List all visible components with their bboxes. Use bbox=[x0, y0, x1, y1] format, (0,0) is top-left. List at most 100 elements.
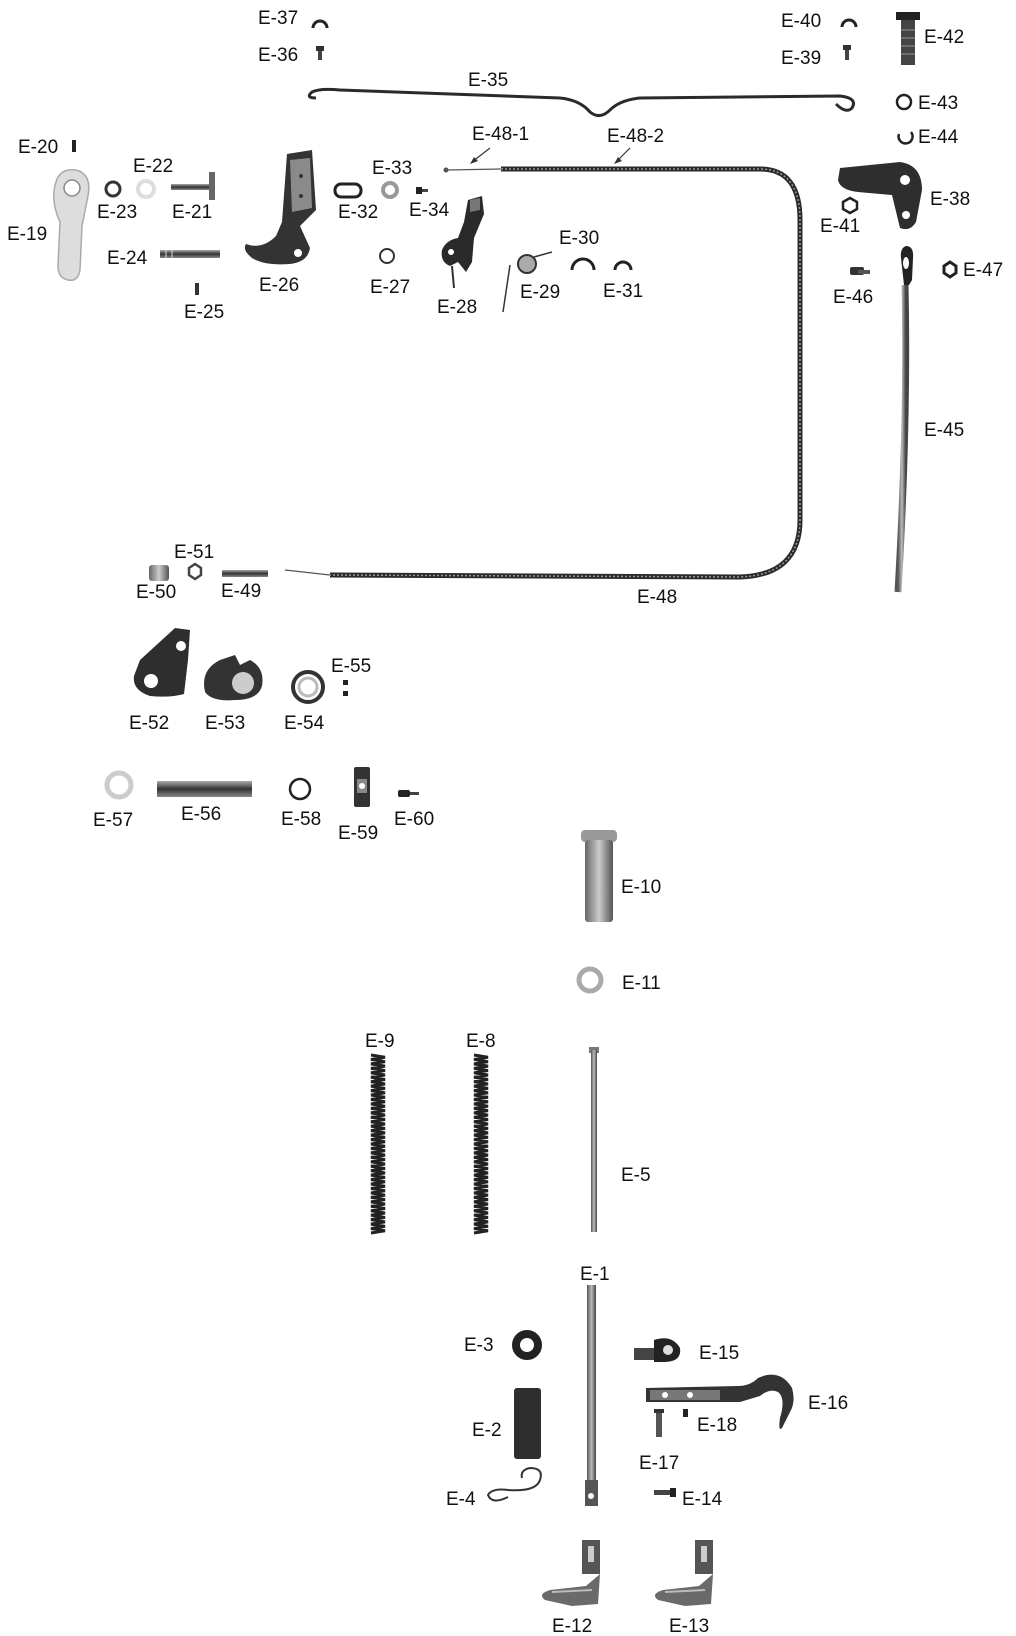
label-e22: E-22 bbox=[133, 156, 173, 177]
cam-plate-part bbox=[133, 628, 190, 697]
label-e11: E-11 bbox=[622, 973, 661, 994]
retaining-ring-part bbox=[840, 18, 858, 28]
wire-hook-part bbox=[486, 1466, 542, 1502]
label-e54: E-54 bbox=[284, 713, 325, 734]
label-e47: E-47 bbox=[963, 260, 1003, 281]
label-e16: E-16 bbox=[808, 1393, 848, 1414]
screw-part bbox=[398, 790, 419, 797]
presser-bar-bushing-part bbox=[581, 830, 617, 922]
label-e56: E-56 bbox=[181, 804, 221, 825]
cable-end-pin-part bbox=[222, 570, 268, 577]
wire-rod-part bbox=[307, 87, 855, 117]
torsion-spring-part bbox=[502, 251, 553, 313]
knee-lifter-arm-part bbox=[646, 1374, 794, 1429]
screw-part bbox=[683, 1409, 688, 1417]
presser-foot-part bbox=[654, 1540, 713, 1606]
label-e42: E-42 bbox=[924, 27, 964, 48]
cam-part bbox=[204, 655, 263, 701]
connecting-rod-part bbox=[894, 246, 914, 593]
coil-spring-part bbox=[370, 1053, 386, 1235]
nut-part bbox=[841, 196, 859, 215]
label-e48: E-48 bbox=[637, 587, 677, 608]
label-e27: E-27 bbox=[370, 277, 410, 298]
cable-part bbox=[284, 166, 803, 580]
label-e15: E-15 bbox=[699, 1343, 739, 1364]
label-e19: E-19 bbox=[7, 224, 47, 245]
screw-part bbox=[416, 187, 428, 194]
label-e25: E-25 bbox=[184, 302, 224, 323]
coil-spring-part bbox=[473, 1053, 489, 1235]
presser-foot-part bbox=[541, 1540, 600, 1606]
label-e53: E-53 bbox=[205, 713, 245, 734]
retaining-ring-part bbox=[613, 260, 633, 271]
pin-part bbox=[654, 1409, 664, 1437]
label-e37: E-37 bbox=[258, 8, 298, 29]
label-e49: E-49 bbox=[221, 581, 261, 602]
label-e13: E-13 bbox=[669, 1616, 709, 1636]
washer-part bbox=[379, 248, 395, 264]
label-e10: E-10 bbox=[621, 877, 661, 898]
nut-part bbox=[942, 260, 958, 279]
bushing-inner bbox=[297, 676, 319, 698]
snap-ring-part bbox=[897, 131, 914, 145]
label-e39: E-39 bbox=[781, 48, 821, 69]
retaining-ring-part bbox=[311, 19, 329, 29]
leader-arrow bbox=[470, 147, 491, 164]
washer-part bbox=[104, 180, 122, 198]
washer-part bbox=[136, 179, 156, 199]
slotted-plate-part bbox=[333, 182, 363, 199]
label-e31: E-31 bbox=[603, 281, 643, 302]
label-e1: E-1 bbox=[580, 1264, 610, 1285]
washer-part bbox=[895, 93, 913, 111]
screw-part bbox=[316, 46, 324, 60]
label-e17: E-17 bbox=[639, 1453, 679, 1474]
label-e3: E-3 bbox=[464, 1335, 494, 1356]
label-e18: E-18 bbox=[697, 1415, 737, 1436]
label-e45: E-45 bbox=[924, 420, 964, 441]
pin-part bbox=[160, 250, 220, 258]
label-e26: E-26 bbox=[259, 275, 299, 296]
label-e28: E-28 bbox=[437, 297, 477, 318]
ring-part bbox=[576, 966, 604, 994]
latch-part bbox=[441, 196, 484, 289]
label-e24: E-24 bbox=[107, 248, 148, 269]
sleeve-part bbox=[514, 1388, 541, 1459]
pin-part bbox=[195, 283, 199, 295]
label-e50: E-50 bbox=[136, 582, 176, 603]
label-e41: E-41 bbox=[820, 216, 860, 237]
label-e29: E-29 bbox=[520, 282, 560, 303]
label-e58: E-58 bbox=[281, 809, 321, 830]
washer-part bbox=[381, 181, 399, 199]
label-e48-2: E-48-2 bbox=[607, 126, 664, 147]
label-e43: E-43 bbox=[918, 93, 958, 114]
label-e44: E-44 bbox=[918, 127, 959, 148]
label-e8: E-8 bbox=[466, 1031, 496, 1052]
label-e46: E-46 bbox=[833, 287, 873, 308]
label-e57: E-57 bbox=[93, 810, 133, 831]
label-e21: E-21 bbox=[172, 202, 212, 223]
label-e23: E-23 bbox=[97, 202, 137, 223]
shaft-part bbox=[157, 781, 252, 797]
set-screw-part bbox=[343, 691, 348, 696]
set-screw-part bbox=[343, 680, 348, 685]
ring-part bbox=[104, 770, 134, 800]
label-e2: E-2 bbox=[472, 1420, 502, 1441]
label-e51: E-51 bbox=[174, 542, 214, 563]
clamp-part bbox=[354, 767, 370, 807]
label-e33: E-33 bbox=[372, 158, 412, 179]
nut-part bbox=[187, 562, 203, 581]
label-e55: E-55 bbox=[331, 656, 371, 677]
rod-part bbox=[589, 1047, 599, 1232]
label-e20: E-20 bbox=[18, 137, 58, 158]
label-e35: E-35 bbox=[468, 70, 508, 91]
o-ring-part bbox=[288, 777, 312, 801]
leader-arrow bbox=[614, 147, 631, 164]
label-e32: E-32 bbox=[338, 202, 378, 223]
screw-part bbox=[654, 1488, 676, 1497]
label-e30: E-30 bbox=[559, 228, 599, 249]
screw-part bbox=[850, 267, 870, 275]
label-e14: E-14 bbox=[682, 1489, 723, 1510]
label-e59: E-59 bbox=[338, 823, 378, 844]
label-e40: E-40 bbox=[781, 11, 821, 32]
